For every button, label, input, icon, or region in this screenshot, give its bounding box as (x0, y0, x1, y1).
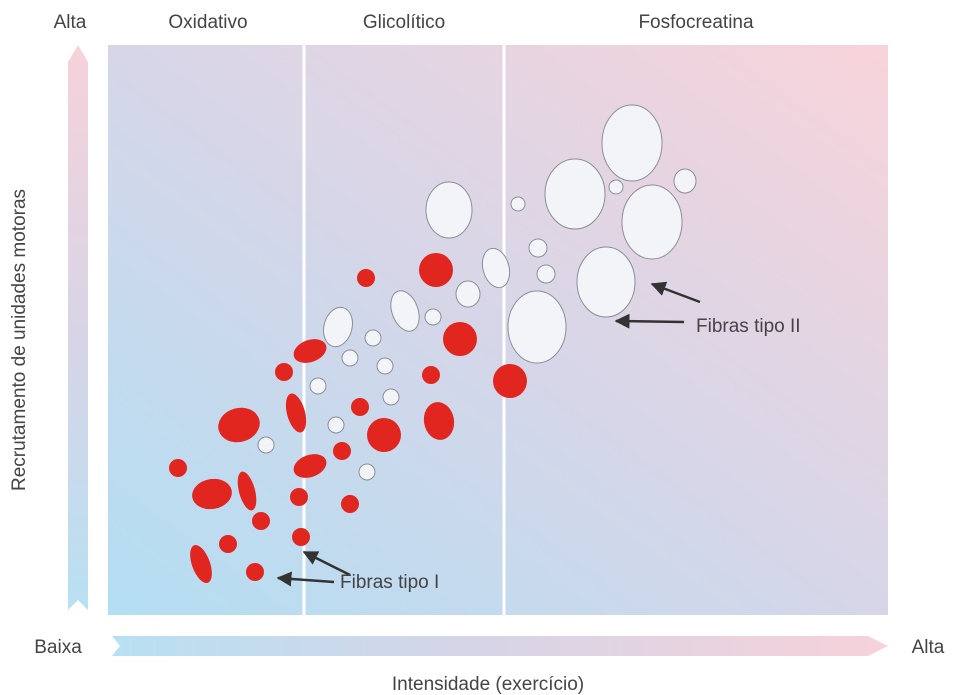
type-one-fiber (423, 402, 455, 440)
type-two-fiber (621, 184, 683, 260)
type-two-arrow-1 (650, 281, 701, 304)
type-one-fiber (351, 398, 369, 416)
type-two-fiber (323, 306, 353, 348)
type-one-arrow-1 (276, 571, 335, 587)
type-one-fiber (246, 563, 264, 581)
type-two-fiber (601, 104, 663, 182)
type-two-arrow-2 (614, 313, 685, 329)
type-two-fiber (544, 158, 606, 230)
type-one-fiber (285, 393, 307, 433)
type-one-fiber (275, 363, 293, 381)
type-two-fiber (673, 168, 697, 194)
type-one-fiber (237, 471, 257, 511)
type-two-label: Fibras tipo II (696, 316, 801, 337)
type-one-fiber (293, 454, 327, 478)
type-two-fiber (536, 264, 556, 284)
type-two-fiber (608, 179, 624, 195)
type-one-label: Fibras tipo I (340, 572, 439, 593)
type-two-fiber (390, 290, 420, 332)
type-one-fiber (422, 366, 440, 384)
type-two-fiber (424, 308, 442, 326)
fiber-cluster (169, 104, 697, 584)
x-high-label: Alta (912, 637, 945, 658)
type-two-fiber (257, 436, 275, 454)
type-two-fiber (341, 349, 359, 367)
type-one-fiber (190, 544, 212, 584)
type-one-fiber (293, 339, 327, 363)
type-one-arrow-2 (302, 550, 351, 577)
type-two-fiber (507, 290, 567, 364)
type-two-fiber (364, 329, 382, 347)
type-two-fiber (382, 388, 400, 406)
type-two-fiber (425, 181, 473, 239)
zone-label-oxidative: Oxidativo (168, 12, 247, 33)
type-one-fiber (341, 495, 359, 513)
type-one-fiber (290, 488, 308, 506)
type-one-fiber (493, 364, 527, 398)
type-two-fiber (528, 238, 548, 258)
type-two-fiber (358, 463, 376, 481)
y-high-label: Alta (54, 12, 87, 33)
plot-background (108, 45, 888, 615)
x-axis-title: Intensidade (exercício) (392, 674, 584, 695)
type-one-fiber (367, 418, 401, 452)
type-one-fiber (218, 407, 260, 443)
type-two-fiber (455, 280, 481, 308)
x-axis-arrow (112, 636, 888, 656)
type-one-fiber (192, 478, 232, 510)
type-one-fiber (219, 535, 237, 553)
x-low-label: Baixa (34, 637, 82, 658)
zone-label-glycolytic: Glicolítico (363, 12, 445, 33)
type-two-fiber (576, 246, 636, 318)
type-two-fiber (510, 196, 526, 212)
type-one-fiber (252, 512, 270, 530)
type-one-fiber (357, 269, 375, 287)
type-one-fiber (169, 459, 187, 477)
y-axis-title: Recrutamento de unidades motoras (9, 189, 30, 491)
type-one-fiber (333, 442, 351, 460)
type-two-fiber (309, 377, 327, 395)
type-one-fiber (419, 253, 453, 287)
type-one-fiber (292, 528, 310, 546)
type-one-fiber (443, 322, 477, 356)
type-two-fiber (327, 416, 345, 434)
type-two-fiber (376, 357, 394, 375)
zone-label-phosphocreatine: Fosfocreatina (638, 12, 754, 33)
y-axis-arrow (68, 45, 88, 610)
type-two-fiber (481, 247, 511, 289)
